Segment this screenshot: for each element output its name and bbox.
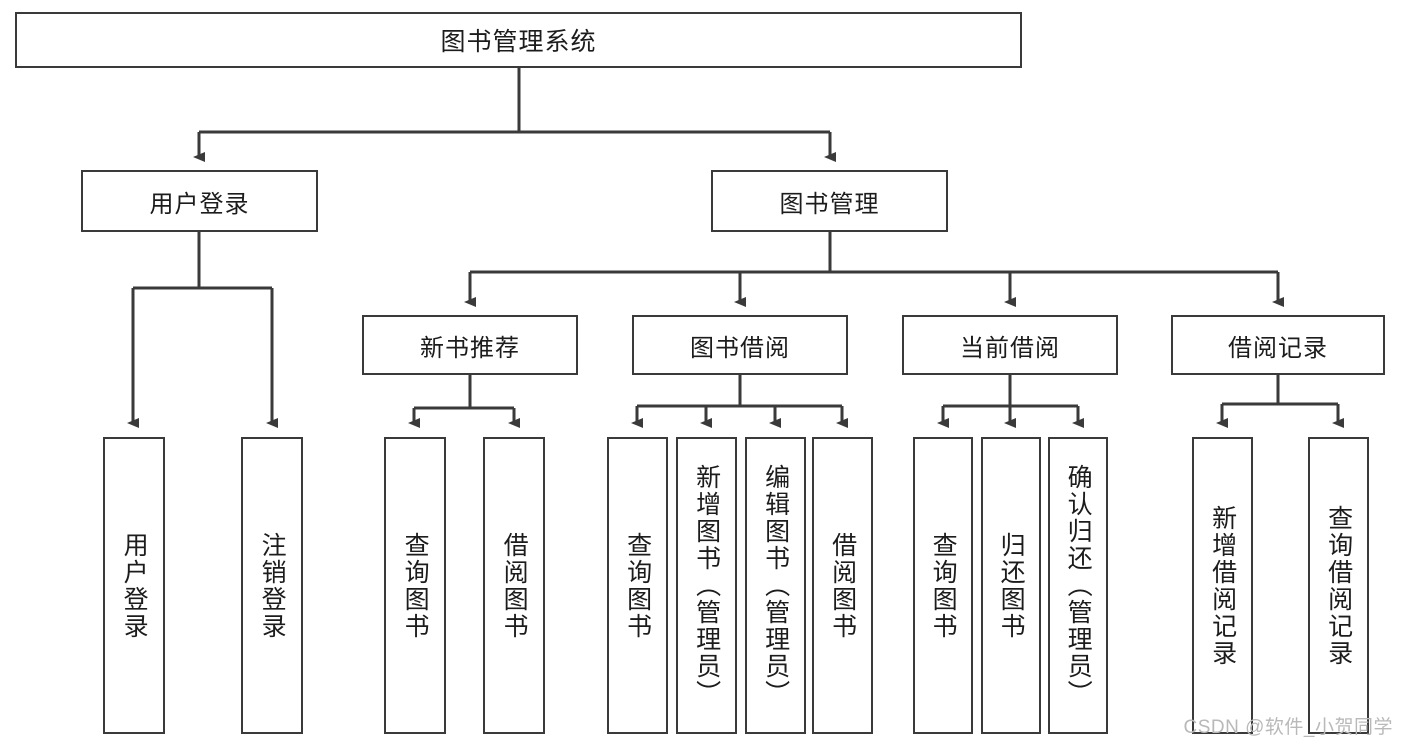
node-label: 注销登录 <box>258 531 287 640</box>
node-label: 借阅图书 <box>828 531 857 640</box>
csdn-watermark: CSDN @软件_小贺同学 <box>1183 717 1393 738</box>
node-label: 查询图书 <box>623 531 652 640</box>
leaf-current-borrow-query-books[interactable]: 查询图书 <box>913 437 973 734</box>
node-label: 图书管理系统 <box>440 28 597 56</box>
node-label: 图书借阅 <box>690 334 790 362</box>
node-label: 借阅图书 <box>500 531 529 640</box>
node-current-borrowing[interactable]: 当前借阅 <box>902 315 1118 375</box>
node-label: 新书推荐 <box>420 334 520 362</box>
node-label: 新增图书（管理员） <box>692 464 721 707</box>
node-root-book-management-system[interactable]: 图书管理系统 <box>15 12 1022 68</box>
leaf-new-book-query-books[interactable]: 查询图书 <box>384 437 446 734</box>
leaf-book-borrow-add-book-admin[interactable]: 新增图书（管理员） <box>676 437 737 734</box>
leaf-book-borrow-query-books[interactable]: 查询图书 <box>607 437 668 734</box>
node-label: 当前借阅 <box>960 334 1060 362</box>
leaf-borrow-record-add-record[interactable]: 新增借阅记录 <box>1192 437 1253 734</box>
node-label: 归还图书 <box>997 531 1026 640</box>
leaf-current-borrow-confirm-return-admin[interactable]: 确认归还（管理员） <box>1048 437 1108 734</box>
leaf-user-login-logout[interactable]: 注销登录 <box>241 437 303 734</box>
node-label: 编辑图书（管理员） <box>761 464 790 707</box>
node-label: 查询图书 <box>929 531 958 640</box>
node-label: 借阅记录 <box>1228 334 1328 362</box>
node-label: 查询图书 <box>401 531 430 640</box>
node-label: 用户登录 <box>120 531 149 640</box>
node-label: 图书管理 <box>779 190 880 218</box>
node-borrowing-record[interactable]: 借阅记录 <box>1171 315 1385 375</box>
leaf-book-borrow-edit-book-admin[interactable]: 编辑图书（管理员） <box>745 437 806 734</box>
node-user-login[interactable]: 用户登录 <box>81 170 318 232</box>
leaf-user-login-login[interactable]: 用户登录 <box>103 437 165 734</box>
node-book-borrowing[interactable]: 图书借阅 <box>632 315 848 375</box>
node-label: 新增借阅记录 <box>1208 504 1237 667</box>
leaf-new-book-borrow-books[interactable]: 借阅图书 <box>483 437 545 734</box>
node-label: 用户登录 <box>149 190 250 218</box>
node-label: 查询借阅记录 <box>1324 504 1353 667</box>
leaf-book-borrow-borrow-books[interactable]: 借阅图书 <box>812 437 873 734</box>
leaf-borrow-record-query-record[interactable]: 查询借阅记录 <box>1308 437 1369 734</box>
leaf-current-borrow-return-books[interactable]: 归还图书 <box>981 437 1041 734</box>
node-label: 确认归还（管理员） <box>1064 464 1093 707</box>
node-book-management[interactable]: 图书管理 <box>711 170 948 232</box>
node-new-book-recommendation[interactable]: 新书推荐 <box>362 315 578 375</box>
